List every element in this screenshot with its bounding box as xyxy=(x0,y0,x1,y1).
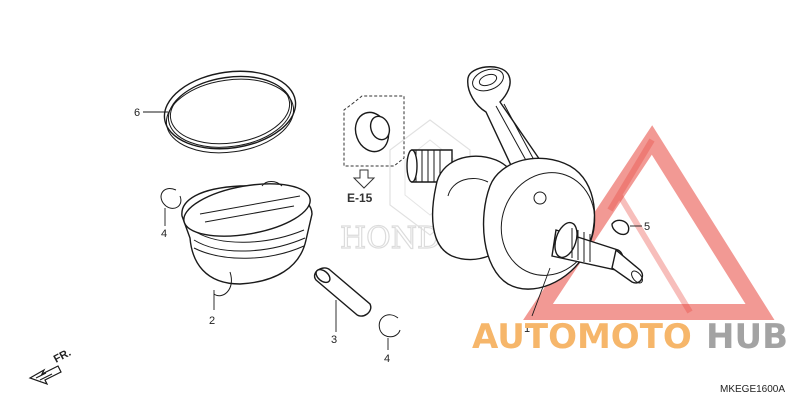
front-direction-label: FR. xyxy=(52,347,73,366)
callout-5: 5 xyxy=(644,221,650,233)
piston-ring-part xyxy=(163,70,297,154)
piston-part xyxy=(181,181,313,297)
piston-pin-clip-left xyxy=(160,188,182,209)
diagram-code: MKEGE1600A xyxy=(720,384,785,395)
watermark-word-b: HUB xyxy=(706,317,788,357)
crankshaft-part xyxy=(406,66,644,290)
callout-4b: 4 xyxy=(384,353,390,365)
callout-6: 6 xyxy=(134,107,140,119)
reference-label: E-15 xyxy=(347,191,373,205)
callout-3: 3 xyxy=(331,334,337,346)
piston-pin-clip-right xyxy=(378,314,401,338)
piston-pin-part xyxy=(313,267,372,317)
watermark-word-a: AUTOMOTO xyxy=(472,317,692,357)
callout-2: 2 xyxy=(209,315,215,327)
leader-line-1 xyxy=(531,267,551,317)
reference-group-e15: E-15 xyxy=(343,95,405,205)
watermark-text: AUTOMOTO HUB xyxy=(472,317,788,357)
callout-4a: 4 xyxy=(161,228,167,240)
woodruff-key-part xyxy=(611,219,630,236)
callout-1: 1 xyxy=(524,323,530,335)
front-direction-arrow: FR. xyxy=(28,347,73,386)
